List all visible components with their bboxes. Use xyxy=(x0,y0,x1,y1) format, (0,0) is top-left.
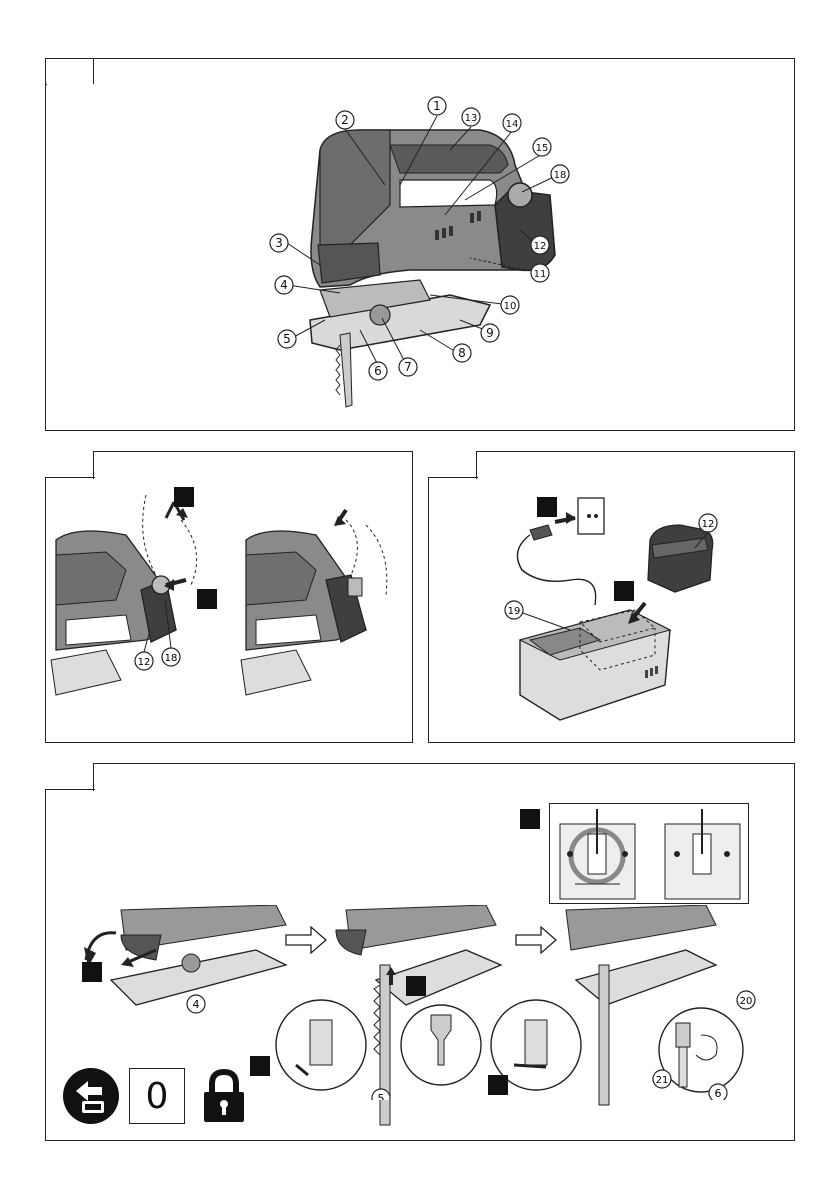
figure-2-callouts: 12 18 xyxy=(0,440,420,680)
callout-7: 7 xyxy=(404,360,412,374)
callout-6: 6 xyxy=(374,364,382,378)
callout-5: 5 xyxy=(283,332,291,346)
callout-8: 8 xyxy=(458,346,466,360)
fig3-callout-19: 19 xyxy=(508,606,521,617)
callout-3: 3 xyxy=(275,236,283,250)
figure-4-callouts: 4 5 6 20 21 xyxy=(0,980,840,1100)
fig4-callout-20: 20 xyxy=(740,996,753,1007)
callout-10: 10 xyxy=(504,301,517,312)
callout-15: 15 xyxy=(536,143,549,154)
figure-4-tab xyxy=(93,763,795,791)
callout-13: 13 xyxy=(465,113,478,124)
step-marker-a xyxy=(520,809,540,829)
fig4-callout-6: 6 xyxy=(715,1087,722,1100)
callout-4: 4 xyxy=(280,278,288,292)
callout-2: 2 xyxy=(341,113,349,127)
figure-4-inset-illustration xyxy=(550,804,748,903)
callout-1: 1 xyxy=(433,99,441,113)
figure-1-callouts: 1 2 3 4 5 6 7 8 9 10 11 12 13 14 15 18 xyxy=(0,0,840,440)
callout-11: 11 xyxy=(534,269,547,280)
figure-3-callouts: 12 19 xyxy=(420,500,740,640)
step-marker-b xyxy=(82,962,102,982)
fig2-callout-12: 12 xyxy=(138,657,151,668)
callout-18: 18 xyxy=(554,170,567,181)
callout-12: 12 xyxy=(534,241,547,252)
fig3-callout-12: 12 xyxy=(702,519,715,530)
callout-9: 9 xyxy=(486,326,494,340)
lock-icon xyxy=(200,1068,248,1124)
fig2-callout-18: 18 xyxy=(165,653,178,664)
switch-off-icon: 0 xyxy=(129,1068,185,1124)
figure-3-tab xyxy=(476,451,795,479)
callout-14: 14 xyxy=(506,119,519,130)
fig4-callout-4: 4 xyxy=(193,998,200,1011)
switch-off-label: 0 xyxy=(146,1076,169,1117)
remove-battery-icon xyxy=(62,1067,120,1125)
fig4-callout-21: 21 xyxy=(656,1075,669,1086)
fig4-callout-5: 5 xyxy=(378,1092,385,1100)
